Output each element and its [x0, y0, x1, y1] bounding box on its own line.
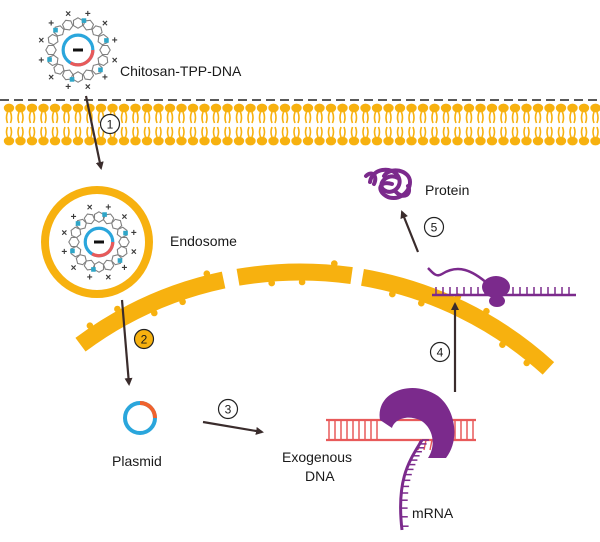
- endosome: ×+×+×+×+×+×+: [41, 186, 153, 298]
- svg-text:+: +: [87, 272, 93, 283]
- svg-text:×: ×: [122, 212, 128, 223]
- step1-arrow: [84, 95, 104, 170]
- ribosome-small-subunit: [489, 295, 505, 307]
- transcription-complex: [326, 387, 476, 531]
- svg-text:5: 5: [431, 221, 438, 235]
- svg-text:+: +: [112, 36, 118, 47]
- svg-text:×: ×: [102, 19, 108, 30]
- step3-marker: 3: [217, 398, 239, 420]
- svg-text:+: +: [102, 72, 108, 83]
- step5-arrow: [400, 210, 420, 253]
- svg-text:+: +: [65, 82, 71, 93]
- svg-text:+: +: [38, 55, 44, 66]
- endosome-nanoparticle: ×+×+×+×+×+×+: [61, 203, 137, 284]
- nanoparticle-label: Chitosan-TPP-DNA: [120, 63, 242, 79]
- cell-membrane: [0, 99, 600, 146]
- translation-mrna-bases: [435, 287, 570, 295]
- protein-label: Protein: [425, 182, 469, 198]
- rna-polymerase: [379, 387, 455, 458]
- step1-marker: 1: [99, 113, 121, 135]
- svg-text:1: 1: [107, 118, 114, 132]
- svg-text:+: +: [85, 9, 91, 20]
- step2-marker: 2: [133, 328, 155, 350]
- svg-text:×: ×: [38, 36, 44, 47]
- svg-text:×: ×: [87, 203, 93, 214]
- plasmid-label: Plasmid: [112, 453, 162, 469]
- svg-text:+: +: [122, 263, 128, 274]
- step3-arrow: [202, 420, 264, 435]
- step5-marker: 5: [423, 216, 445, 238]
- svg-text:×: ×: [65, 9, 71, 20]
- svg-text:+: +: [105, 203, 111, 214]
- svg-text:3: 3: [225, 403, 232, 417]
- chitosan-tpp-dna-nanoparticle: × + × + × + × + × + × +: [38, 9, 117, 93]
- mrna-bases: [400, 439, 429, 527]
- step2-arrow: [120, 299, 133, 386]
- svg-text:×: ×: [105, 272, 111, 283]
- plasmid: [123, 401, 157, 435]
- exogenous-label-line1: Exogenous: [282, 449, 352, 465]
- svg-text:4: 4: [437, 346, 444, 360]
- nascent-peptide: [427, 267, 489, 285]
- endosome-label: Endosome: [170, 233, 237, 249]
- svg-text:+: +: [61, 247, 67, 258]
- svg-text:+: +: [131, 228, 137, 239]
- mrna-strand: [399, 439, 424, 531]
- svg-text:×: ×: [85, 82, 91, 93]
- protein: [364, 167, 413, 201]
- svg-text:×: ×: [48, 72, 54, 83]
- nuclear-envelope: [75, 260, 555, 375]
- mrna-label: mRNA: [412, 505, 454, 521]
- svg-text:+: +: [48, 19, 54, 30]
- svg-text:+: +: [71, 212, 77, 223]
- svg-text:×: ×: [71, 263, 77, 274]
- svg-text:×: ×: [61, 228, 67, 239]
- ribosome-large-subunit: [482, 276, 510, 298]
- step4-marker: 4: [429, 341, 451, 363]
- exogenous-label-line2: DNA: [305, 468, 335, 484]
- svg-text:2: 2: [141, 333, 148, 347]
- ribosome-translation: [427, 267, 576, 307]
- svg-text:×: ×: [112, 55, 118, 66]
- svg-text:×: ×: [131, 247, 137, 258]
